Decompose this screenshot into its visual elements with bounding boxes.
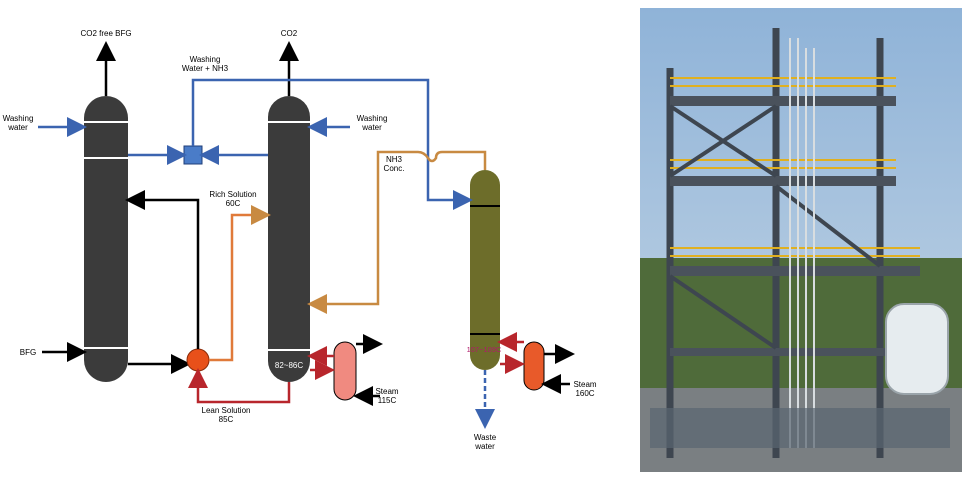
stripper-column bbox=[268, 96, 310, 382]
photo-cooling-tower bbox=[885, 303, 949, 395]
washing-water-right-label-2: water bbox=[361, 123, 382, 132]
steam-2-label-2: 160C bbox=[575, 389, 594, 398]
rich-solution-label-1: Rich Solution bbox=[209, 190, 256, 199]
nh3-conc-line bbox=[307, 150, 487, 314]
nh3-column-temperature-label: 107~109C bbox=[467, 345, 502, 354]
process-flow-diagram: CO2 free BFG CO2 Washing water Washing w… bbox=[3, 29, 597, 451]
steam-1-label-1: Steam bbox=[375, 387, 398, 396]
co2-label: CO2 bbox=[281, 29, 298, 38]
nh3-conc-label-2: Conc. bbox=[384, 164, 405, 173]
nh3-column bbox=[470, 170, 500, 370]
washing-water-right-label-1: Washing bbox=[357, 114, 388, 123]
reboiler-2 bbox=[523, 341, 545, 391]
co2-free-bfg-label: CO2 free BFG bbox=[80, 29, 131, 38]
rich-solution-label-2: 60C bbox=[226, 199, 241, 208]
plant-tower-photo bbox=[640, 8, 962, 472]
photo-railings bbox=[670, 77, 920, 257]
waste-water-label-1: Waste bbox=[474, 433, 497, 442]
photo-pipes bbox=[789, 38, 815, 448]
stripper-temperature-label: 82~86C bbox=[275, 361, 303, 370]
waste-water-label-2: water bbox=[474, 442, 495, 451]
lean-solution-label-2: 85C bbox=[219, 415, 234, 424]
rich-solution-pump bbox=[186, 348, 210, 372]
lean-solution-line bbox=[188, 368, 291, 404]
steam-2-label-1: Steam bbox=[573, 380, 596, 389]
pump-recycle-line bbox=[125, 190, 200, 349]
steam-1-label-2: 115C bbox=[378, 396, 397, 405]
washing-water-nh3-label-2: Water + NH3 bbox=[182, 64, 229, 73]
rich-solution-line bbox=[209, 205, 271, 362]
washing-water-nh3-label-1: Washing bbox=[190, 55, 221, 64]
nh3-conc-label-1: NH3 bbox=[386, 155, 403, 164]
washing-water-left-label-2: water bbox=[7, 123, 28, 132]
photo-cross-braces bbox=[668, 104, 882, 350]
heat-exchanger bbox=[183, 145, 203, 165]
bfg-label: BFG bbox=[20, 348, 36, 357]
photo-floors bbox=[670, 96, 930, 356]
photo-equipment-base bbox=[650, 408, 950, 448]
washing-water-nh3-line bbox=[191, 78, 473, 210]
washing-water-left-label-1: Washing bbox=[3, 114, 34, 123]
lean-solution-label-1: Lean Solution bbox=[202, 406, 251, 415]
reboiler-1 bbox=[333, 341, 357, 401]
absorber-column bbox=[84, 96, 128, 382]
